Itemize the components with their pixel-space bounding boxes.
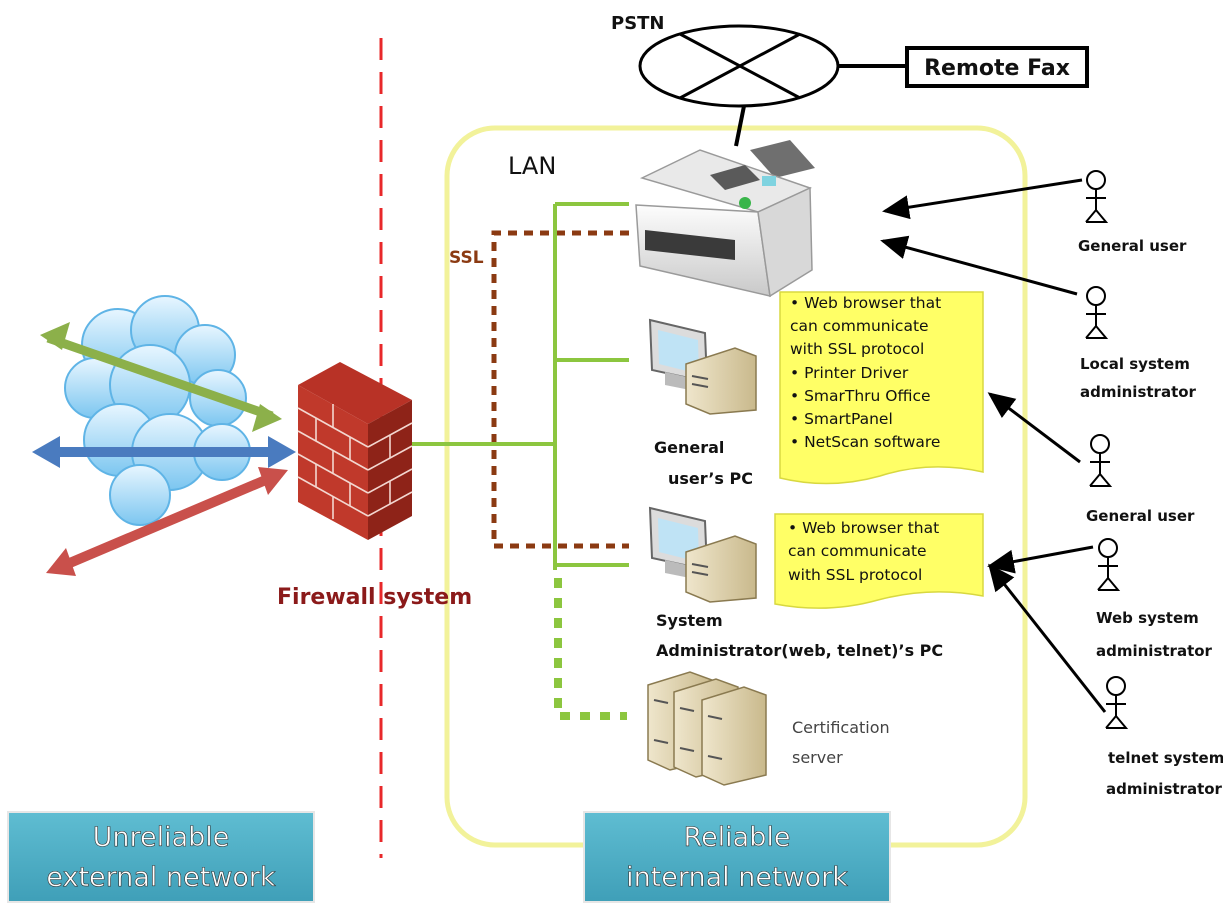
firewall-icon — [297, 362, 413, 540]
external-traffic-arrows — [32, 322, 296, 576]
admin-pc-software-note — [774, 513, 984, 609]
general-user-pc-icon — [648, 318, 757, 415]
actor-arrows — [880, 178, 1107, 713]
external-zone-label-line1: Unreliable — [93, 822, 230, 853]
internal-zone-label-line1: Reliable — [684, 822, 791, 853]
certification-server-icon — [647, 671, 767, 786]
cert-server-link — [554, 578, 627, 720]
note-general-line: • SmarThru Office — [790, 387, 931, 405]
internal-zone-label-line2: internal network — [626, 862, 848, 893]
firewall-label: Firewall system — [277, 585, 472, 610]
pstn-node — [638, 24, 840, 108]
actor-label-web-admin-1: Web system — [1096, 609, 1199, 627]
note-general-line: • SmartPanel — [790, 410, 893, 428]
note-admin-line: can communicate — [788, 542, 927, 560]
actor-label-local-admin-1: Local system — [1080, 355, 1190, 373]
general-user-2-actor-icon — [1089, 434, 1113, 487]
local-admin-actor-icon — [1085, 286, 1109, 339]
actor-label-telnet-admin-1: telnet system — [1108, 749, 1223, 767]
note-admin-line: with SSL protocol — [788, 566, 922, 584]
web-admin-actor-icon — [1097, 538, 1121, 591]
note-general-line: • NetScan software — [790, 433, 940, 451]
remote-fax-label: Remote Fax — [924, 56, 1070, 81]
lan-backbone — [412, 202, 629, 570]
actor-label-web-admin-2: administrator — [1096, 642, 1213, 660]
cert-server-label-line1: Certification — [792, 718, 890, 737]
general-pc-software-note — [779, 291, 984, 485]
general-pc-software-list: • Web browser that can communicate with … — [790, 294, 941, 451]
general-pc-label-line2: user’s PC — [668, 469, 753, 488]
external-zone-badge: Unreliable external network — [7, 811, 315, 903]
internal-zone-badge: Reliable internal network — [583, 811, 891, 903]
note-general-line: can communicate — [790, 317, 929, 335]
cert-server-label-line2: server — [792, 748, 843, 767]
note-general-line: with SSL protocol — [790, 340, 924, 358]
admin-pc-label-line2: Administrator(web, telnet)’s PC — [656, 641, 943, 660]
actor-label-general-user-1: General user — [1078, 237, 1187, 255]
internet-cloud-icon — [64, 295, 251, 526]
multifunction-printer-icon — [635, 140, 815, 298]
ssl-path — [491, 230, 629, 549]
actor-label-local-admin-2: administrator — [1080, 383, 1197, 401]
admin-pc-icon — [648, 506, 757, 603]
pstn-printer-link — [734, 105, 746, 147]
lan-label: LAN — [508, 152, 556, 180]
ssl-label: SSL — [449, 248, 484, 268]
actor-label-telnet-admin-2: administrator — [1106, 780, 1223, 798]
actor-label-general-user-2: General user — [1086, 507, 1195, 525]
general-user-actor-icon — [1085, 170, 1109, 223]
note-admin-line: • Web browser that — [788, 519, 939, 537]
admin-pc-software-list: • Web browser that can communicate with … — [788, 519, 939, 584]
note-general-line: • Web browser that — [790, 294, 941, 312]
admin-pc-label-line1: System — [656, 611, 723, 630]
pstn-label: PSTN — [611, 13, 665, 34]
telnet-admin-actor-icon — [1105, 676, 1129, 729]
general-pc-label-line1: General — [654, 438, 724, 457]
note-general-line: • Printer Driver — [790, 364, 909, 382]
external-zone-label-line2: external network — [46, 862, 276, 893]
remote-fax-box — [905, 46, 1089, 88]
